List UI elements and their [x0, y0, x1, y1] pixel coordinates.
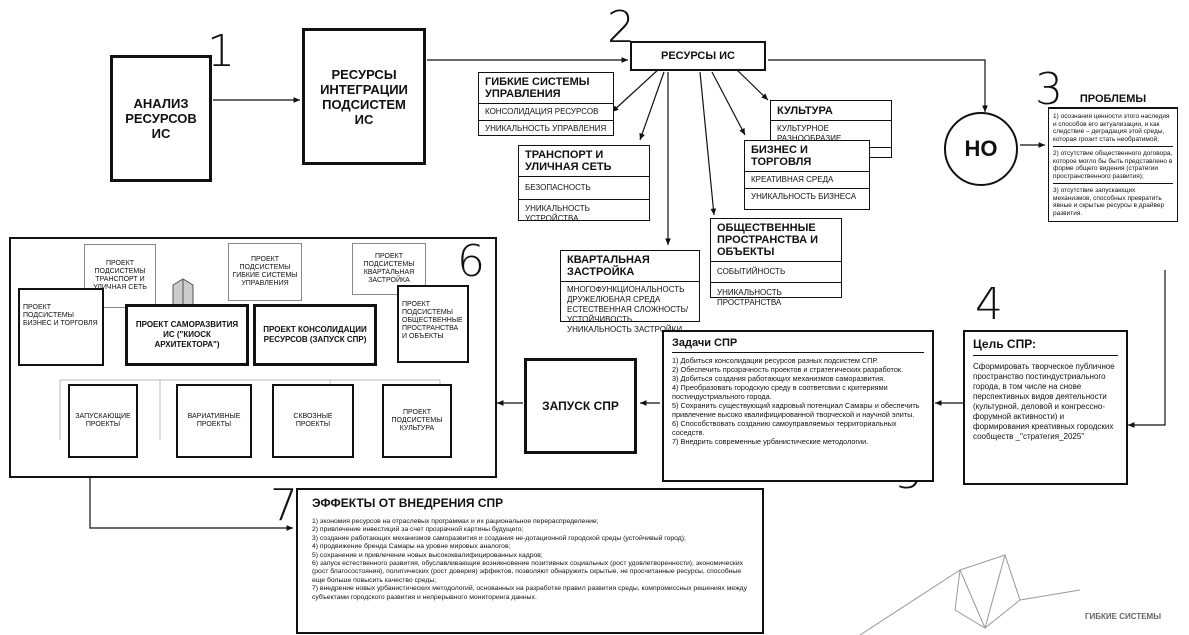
problem-item: 2) отсутствие общественного договора, ко…: [1053, 150, 1173, 180]
transport-title: ТРАНСПОРТ И УЛИЧНАЯ СЕТЬ: [525, 149, 612, 173]
public-spaces-item: СОБЫТИЙНОСТЬ: [717, 267, 786, 276]
project-through: СКВОЗНЫЕ ПРОЕКТЫ: [272, 384, 354, 458]
quarter-item: МНОГОФУНКЦИОНАЛЬНОСТЬ: [567, 285, 685, 294]
task-item: 5) Сохранить существующий кадровый потен…: [672, 401, 920, 419]
effects-title: ЭФФЕКТЫ ОТ ВНЕДРЕНИЯ СПР: [312, 496, 504, 510]
effect-item: 6) запуск естественного развития, обусла…: [312, 560, 744, 584]
business-title: БИЗНЕС И ТОРГОВЛЯ: [751, 144, 812, 168]
project-launching: ЗАПУСКАЮЩИЕ ПРОЕКТЫ: [68, 384, 138, 458]
task-item: 6) Способствовать созданию самоуправляем…: [672, 419, 897, 437]
project-flex: ПРОЕКТ ПОДСИСТЕМЫ ГИБКИЕ СИСТЕМЫ УПРАВЛЕ…: [228, 243, 302, 301]
culture-item: КУЛЬТУРНОЕ РАЗНООБРАЗИЕ: [777, 124, 842, 143]
public-spaces-box: ОБЩЕСТВЕННЫЕ ПРОСТРАНСТВА И ОБЪЕКТЫ СОБЫ…: [710, 218, 842, 307]
flex-systems-box: ГИБКИЕ СИСТЕМЫ УПРАВЛЕНИЯ КОНСОЛИДАЦИЯ Р…: [478, 72, 614, 136]
problems-block: ПРОБЛЕМЫ 1) осознания ценности этого нас…: [1048, 93, 1178, 222]
integration-box: РЕСУРСЫ ИНТЕГРАЦИИ ПОДСИСТЕМ ИС: [302, 28, 426, 165]
quarter-box: КВАРТАЛЬНАЯ ЗАСТРОЙКА МНОГОФУНКЦИОНАЛЬНО…: [560, 250, 700, 334]
project-consolidation: ПРОЕКТ КОНСОЛИДАЦИИ РЕСУРСОВ (ЗАПУСК СПР…: [253, 304, 377, 366]
step-number-6: 6: [457, 236, 485, 287]
analysis-box: АНАЛИЗ РЕСУРСОВ ИС: [110, 55, 212, 182]
flex-systems-item: КОНСОЛИДАЦИЯ РЕСУРСОВ: [485, 107, 599, 116]
effect-item: 4) продвижение бренда Самары на уровне м…: [312, 543, 511, 551]
business-item: КРЕАТИВНАЯ СРЕДА: [751, 175, 834, 184]
task-item: 2) Обеспечить прозрачность проектов и ст…: [672, 365, 904, 374]
task-item: 3) Добиться создания работающих механизм…: [672, 374, 886, 383]
launch-box: ЗАПУСК СПР: [524, 358, 637, 454]
project-public: ПРОЕКТ ПОДСИСТЕМЫ ОБЩЕСТВЕННЫЕ ПРОСТРАНС…: [397, 285, 469, 363]
business-box: БИЗНЕС И ТОРГОВЛЯ КРЕАТИВНАЯ СРЕДА УНИКА…: [744, 140, 870, 210]
task-item: 1) Добиться консолидации ресурсов разных…: [672, 356, 878, 365]
quarter-item: УНИКАЛЬНОСТЬ ЗАСТРОЙКИ: [567, 325, 683, 334]
tasks-box: Задачи СПР 1) Добиться консолидации ресу…: [662, 330, 934, 482]
transport-item: УНИКАЛЬНОСТЬ УСТРОЙСТВА: [525, 204, 590, 223]
quarter-item: ДРУЖЕЛЮБНАЯ СРЕДА: [567, 295, 661, 304]
culture-title: КУЛЬТУРА: [777, 105, 833, 117]
effect-item: 7) внедрение новых урбанистических метод…: [312, 585, 748, 601]
transport-item: БЕЗОПАСНОСТЬ: [525, 183, 591, 192]
step-number-7: 7: [270, 480, 298, 531]
task-item: 7) Внедрить современные урбанистические …: [672, 437, 869, 446]
project-culture: ПРОЕКТ ПОДСИСТЕМЫ КУЛЬТУРА: [382, 384, 452, 458]
effect-item: 2) привлечение инвестиций за счет прозра…: [312, 526, 524, 534]
step-number-3: 3: [1035, 64, 1063, 115]
effects-box: ЭФФЕКТЫ ОТ ВНЕДРЕНИЯ СПР 1) экономия рес…: [296, 488, 764, 634]
projects-frame: [9, 237, 497, 478]
goal-title: Цель СПР:: [973, 337, 1037, 351]
goal-text: Сформировать творческое публичное простр…: [973, 362, 1115, 441]
flex-systems-title: ГИБКИЕ СИСТЕМЫ УПРАВЛЕНИЯ: [485, 76, 590, 100]
project-self-development: ПРОЕКТ САМОРАЗВИТИЯ ИС ("КИОСК АРХИТЕКТО…: [125, 304, 249, 366]
problems-title: ПРОБЛЕМЫ: [1048, 93, 1178, 108]
public-spaces-item: УНИКАЛЬНОСТЬ ПРОСТРАНСТВА: [717, 288, 782, 307]
task-item: 4) Преобразовать городскую среду в соотв…: [672, 383, 888, 401]
problems-box: 1) осознания ценности этого наследия и с…: [1048, 108, 1178, 222]
flex-systems-item: УНИКАЛЬНОСТЬ УПРАВЛЕНИЯ: [485, 124, 607, 133]
step-number-4: 4: [975, 279, 1003, 330]
project-business: ПРОЕКТ ПОДСИСТЕМЫ БИЗНЕС И ТОРГОВЛЯ: [18, 288, 104, 366]
watermark-label: ГИБКИЕ СИСТЕМЫ: [1085, 612, 1162, 621]
public-spaces-title: ОБЩЕСТВЕННЫЕ ПРОСТРАНСТВА И ОБЪЕКТЫ: [717, 222, 818, 258]
effect-item: 1) экономия ресурсов на отраслевых прогр…: [312, 518, 599, 525]
no-circle: НО: [944, 112, 1018, 186]
transport-box: ТРАНСПОРТ И УЛИЧНАЯ СЕТЬ БЕЗОПАСНОСТЬ УН…: [518, 145, 650, 223]
business-item: УНИКАЛЬНОСТЬ БИЗНЕСА: [751, 192, 857, 201]
problem-item: 3) отсутствие запускающих механизмов, сп…: [1053, 187, 1165, 217]
project-variative: ВАРИАТИВНЫЕ ПРОЕКТЫ: [176, 384, 252, 458]
problem-item: 1) осознания ценности этого наследия и с…: [1053, 113, 1170, 143]
quarter-title: КВАРТАЛЬНАЯ ЗАСТРОЙКА: [567, 254, 650, 278]
effect-item: 3) создание работающих механизмов самора…: [312, 534, 686, 542]
goal-box: Цель СПР: Сформировать творческое публич…: [963, 330, 1128, 485]
quarter-item: ЕСТЕСТВЕННАЯ СЛОЖНОСТЬ/ УСТОЙЧИВОСТЬ: [567, 305, 689, 324]
effect-item: 5) сохранение и привлечение новых высоко…: [312, 551, 543, 559]
tasks-title: Задачи СПР: [672, 337, 738, 349]
resources-box: РЕСУРСЫ ИС: [630, 41, 766, 71]
